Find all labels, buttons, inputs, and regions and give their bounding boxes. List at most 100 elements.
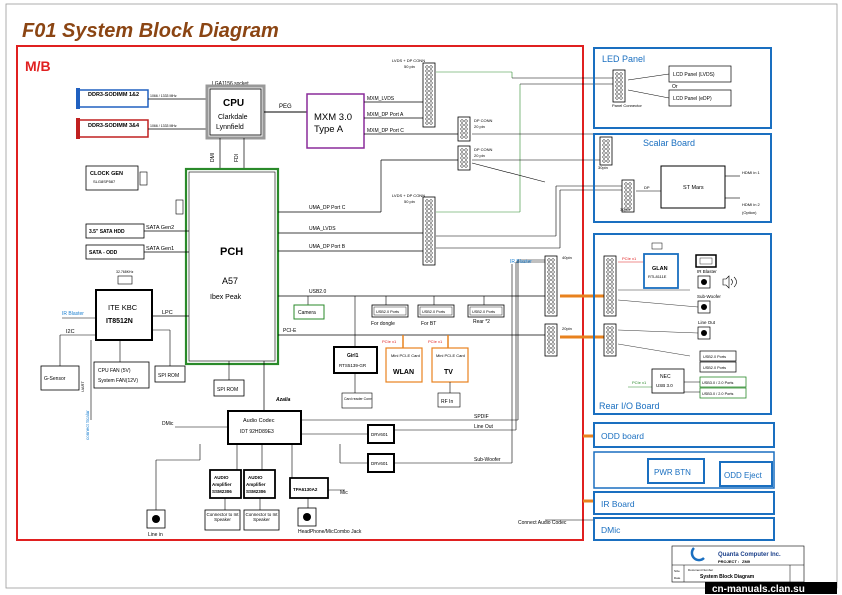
pin (602, 143, 606, 147)
doc-value: System Block Diagram (700, 574, 755, 580)
pin (606, 294, 610, 298)
date-label: Date (674, 576, 681, 580)
pin (615, 76, 619, 80)
subwoofer-label: Sub-Woofer (474, 457, 501, 463)
pin (429, 259, 433, 263)
doc-label: Document Number (688, 568, 713, 572)
pin (551, 266, 555, 270)
rear-20pin (603, 323, 617, 357)
pin (425, 239, 429, 243)
line-in-label: Line in (148, 532, 163, 538)
pin (429, 93, 433, 97)
pin (425, 243, 429, 247)
pin (429, 231, 433, 235)
dimm-2-label: DDR3-SODIMM 3&4 (88, 123, 140, 129)
pin (429, 81, 433, 85)
dimm-2: DDR3-SODIMM 3&4 1066 / 1333 MHz (76, 118, 177, 139)
dp1-pins: 20 pin (474, 124, 485, 129)
dp-small-label: DP (644, 185, 650, 190)
usb-bt-port: USB2.0 Ports (422, 310, 445, 314)
g-sensor (40, 365, 80, 391)
pin (610, 306, 614, 310)
pin (464, 135, 468, 139)
pin (425, 73, 429, 77)
pin (551, 346, 555, 350)
pin (551, 282, 555, 286)
usb2-label: USB2.0 (309, 289, 326, 295)
mxm-line2: Type A (314, 124, 344, 135)
rear-pcie2: PCIe x1 (632, 380, 647, 385)
tpa6130 (289, 477, 329, 499)
pin (425, 121, 429, 125)
conn-top-name: LVDS + DP CONN (392, 58, 425, 63)
pin (628, 202, 632, 206)
int-speaker-2 (243, 509, 280, 531)
pin (425, 259, 429, 263)
i2c-label: I2C (66, 329, 75, 335)
pwr-btn (647, 458, 705, 484)
pin (628, 198, 632, 202)
scalar-30pin-a (599, 136, 613, 166)
pin (606, 306, 610, 310)
pin (606, 346, 610, 350)
uma-dp-b: UMA_DP Port B (309, 244, 346, 250)
panel-conn-label: Panel Connector (612, 103, 642, 108)
conn-top (422, 62, 436, 128)
pin (610, 270, 614, 274)
g-sensor-label: G-Sensor (44, 376, 66, 382)
pin (547, 294, 551, 298)
diagram-title: F01 System Block Diagram (22, 20, 279, 42)
pin (606, 282, 610, 286)
nec-label: NEC (660, 374, 671, 380)
pin (551, 306, 555, 310)
pin (610, 282, 614, 286)
clock-part: SLG8SP587 (93, 179, 116, 184)
pin (429, 235, 433, 239)
pin (429, 101, 433, 105)
pin (624, 202, 628, 206)
dmic-line-label: DMic (162, 421, 174, 427)
pin (610, 286, 614, 290)
pin (619, 88, 623, 92)
pin (429, 243, 433, 247)
lcd-lvds-label: LCD Panel (LVDS) (673, 72, 715, 78)
pin (615, 72, 619, 76)
pin (460, 131, 464, 135)
pin (606, 262, 610, 266)
pin (429, 211, 433, 215)
pins-20: 20pin (562, 326, 572, 331)
spi-rom-1-label: SPI ROM (158, 373, 179, 379)
pin (619, 84, 623, 88)
pin (425, 247, 429, 251)
watermark-bg (705, 582, 837, 594)
dp2-name: DP CONN (474, 147, 492, 152)
pin (628, 206, 632, 210)
pin (610, 350, 614, 354)
pin (551, 270, 555, 274)
pin (624, 198, 628, 202)
pin (606, 270, 610, 274)
fan-box (93, 361, 150, 389)
rear-pcie-label: PCIe x1 (622, 256, 637, 261)
usb-dongle-port: USB2.0 Ports (376, 310, 399, 314)
usb3-label: USB 3.0 (656, 383, 673, 388)
ir-board (593, 491, 775, 515)
pin (425, 235, 429, 239)
usb-dongle-caption: For dongle (371, 321, 395, 327)
amp-1 (209, 469, 242, 499)
amp1-l2: Amplifier (212, 482, 232, 487)
pin (429, 85, 433, 89)
pin (425, 227, 429, 231)
usb-bt (417, 304, 455, 318)
rear-usb2-a-label: USB2.0 Ports (703, 355, 726, 359)
pins-40: 40pin (562, 255, 572, 260)
cpu-title: CPU (223, 98, 244, 109)
pin (606, 342, 610, 346)
amp2-l2: Amplifier (246, 482, 266, 487)
pin (551, 310, 555, 314)
pin (606, 350, 610, 354)
pin (425, 203, 429, 207)
drv1-label: DRV601 (371, 432, 388, 437)
pin (610, 310, 614, 314)
conn-mid (422, 196, 436, 266)
